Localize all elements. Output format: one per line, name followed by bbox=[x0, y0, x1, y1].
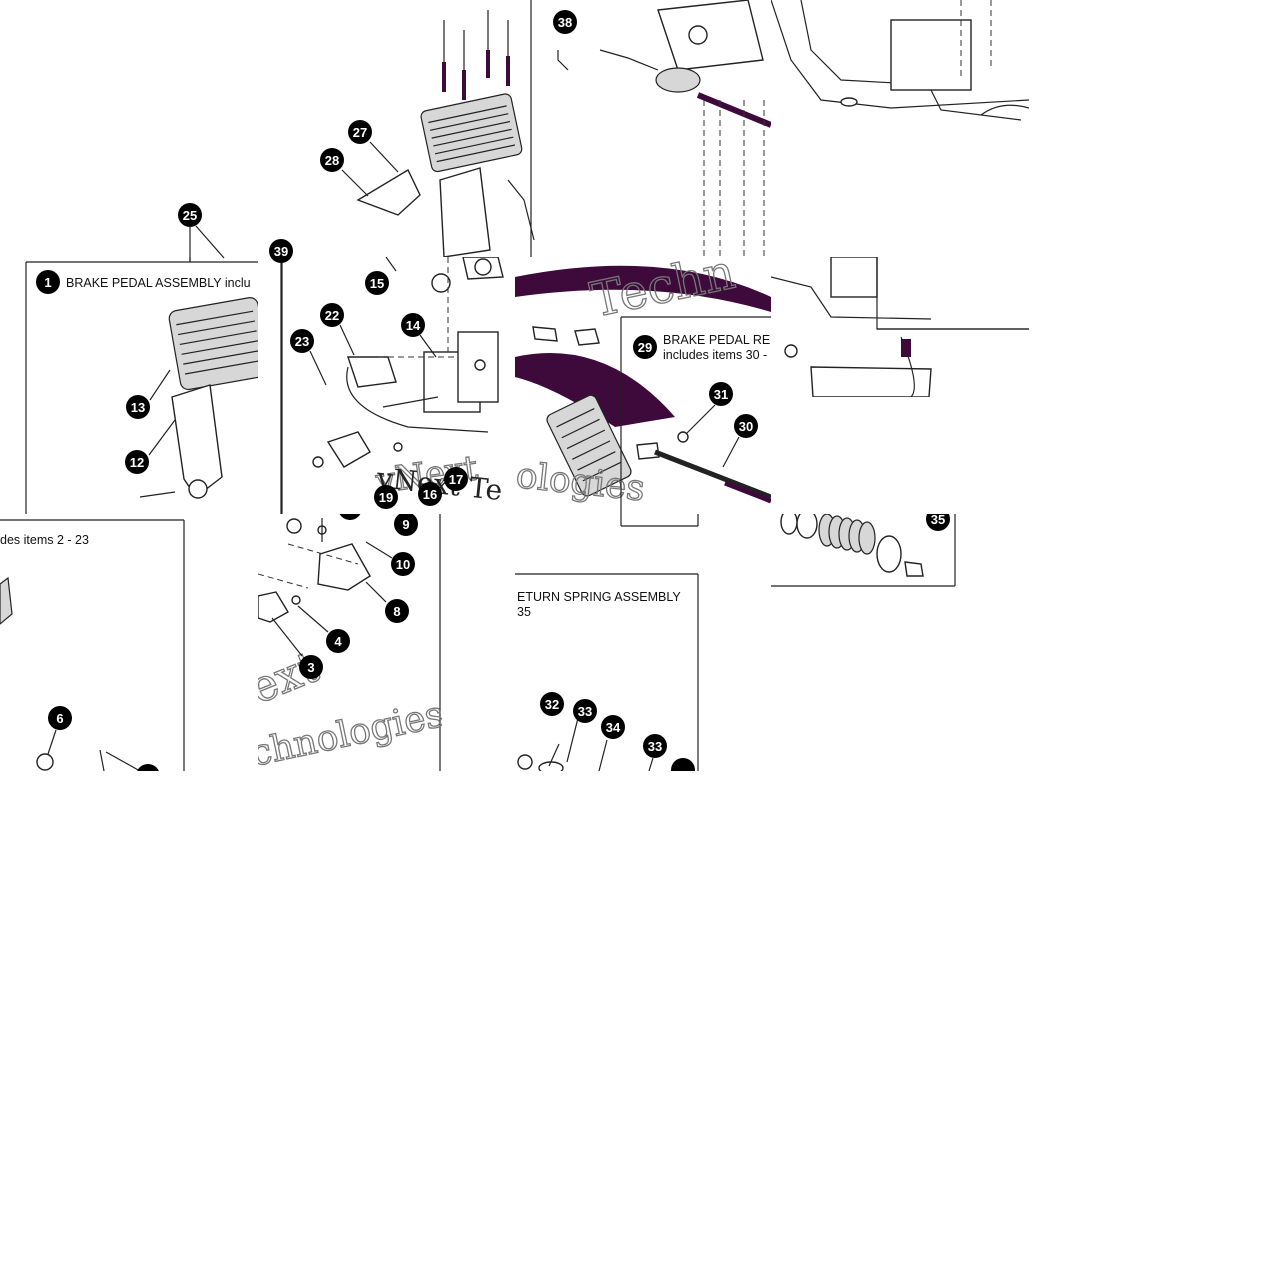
svg-text:6: 6 bbox=[56, 711, 63, 726]
callout-31: 31 bbox=[709, 382, 733, 406]
callout-15: 15 bbox=[365, 271, 389, 295]
callout-10: 10 bbox=[391, 552, 415, 576]
svg-text:34: 34 bbox=[606, 720, 621, 735]
svg-text:29: 29 bbox=[638, 340, 652, 355]
tile-center-right: Techn ologies BRAKE PEDAL RE includes it… bbox=[515, 257, 771, 514]
callout-25: 25 bbox=[178, 203, 202, 227]
svg-text:8: 8 bbox=[393, 604, 400, 619]
svg-text:20: 20 bbox=[343, 514, 357, 516]
tile-brake-pedal-assembly bbox=[0, 257, 258, 514]
callout-35: 35 bbox=[926, 514, 950, 531]
svg-text:4: 4 bbox=[334, 634, 342, 649]
svg-text:25: 25 bbox=[183, 208, 197, 223]
callout-33b: 33 bbox=[643, 734, 667, 758]
tile-right-spring bbox=[771, 257, 1029, 397]
callout-8: 8 bbox=[385, 599, 409, 623]
callout-20: 20 bbox=[339, 514, 361, 520]
return-panel-heading: BRAKE PEDAL RE bbox=[663, 333, 770, 347]
callout-30: 30 bbox=[734, 414, 758, 438]
tile-top-pedal: 38 27 28 bbox=[258, 0, 771, 257]
svg-text:19: 19 bbox=[379, 490, 393, 505]
svg-text:35: 35 bbox=[931, 514, 945, 527]
callout-38: 38 bbox=[553, 10, 577, 34]
svg-text:16: 16 bbox=[423, 487, 437, 502]
callout-14: 14 bbox=[401, 313, 425, 337]
tile-bottom-left: des items 2 - 23 6 bbox=[0, 514, 186, 771]
spring-panel-includes: 35 bbox=[517, 605, 531, 619]
tile-return-spring: ETURN SPRING ASSEMBLY 35 32 33 34 33 bbox=[515, 514, 699, 771]
callout-34: 34 bbox=[601, 715, 625, 739]
svg-text:33: 33 bbox=[578, 704, 592, 719]
svg-text:38: 38 bbox=[558, 15, 572, 30]
return-panel-includes: includes items 30 - bbox=[663, 348, 767, 362]
callout-3: 3 bbox=[299, 655, 323, 679]
svg-text:15: 15 bbox=[370, 276, 384, 291]
callout-22: 22 bbox=[320, 303, 344, 327]
svg-text:31: 31 bbox=[714, 387, 728, 402]
svg-text:3: 3 bbox=[307, 660, 314, 675]
svg-text:28: 28 bbox=[325, 153, 339, 168]
callout-17: 17 bbox=[444, 467, 468, 491]
svg-text:27: 27 bbox=[353, 125, 367, 140]
callout-33: 33 bbox=[573, 699, 597, 723]
callout-29: 29 bbox=[633, 335, 657, 359]
callout-23: 23 bbox=[290, 329, 314, 353]
callout-32: 32 bbox=[540, 692, 564, 716]
callout-6: 6 bbox=[48, 706, 72, 730]
tile-spring-assembly: 35 bbox=[771, 514, 957, 588]
spring-panel-heading: ETURN SPRING ASSEMBLY bbox=[517, 590, 681, 604]
callout-16: 16 bbox=[418, 482, 442, 506]
svg-text:14: 14 bbox=[406, 318, 421, 333]
svg-text:10: 10 bbox=[396, 557, 410, 572]
tile-top-frame bbox=[771, 0, 1029, 140]
tile-center-assembly: vNext vNext Te 15 14 22 23 17 16 19 bbox=[258, 257, 515, 514]
svg-text:30: 30 bbox=[739, 419, 753, 434]
svg-text:17: 17 bbox=[449, 472, 463, 487]
callout-9: 9 bbox=[394, 514, 418, 536]
callout-4: 4 bbox=[326, 629, 350, 653]
callout-19: 19 bbox=[374, 485, 398, 509]
assembly-panel-includes: des items 2 - 23 bbox=[0, 533, 89, 547]
callout-28: 28 bbox=[320, 148, 344, 172]
svg-text:32: 32 bbox=[545, 697, 559, 712]
watermark-chnologies: chnologies bbox=[258, 694, 442, 771]
svg-text:9: 9 bbox=[402, 517, 409, 532]
svg-text:22: 22 bbox=[325, 308, 339, 323]
svg-text:33: 33 bbox=[648, 739, 662, 754]
callout-27: 27 bbox=[348, 120, 372, 144]
svg-text:23: 23 bbox=[295, 334, 309, 349]
tile-bottom-center: ext chnologies 9 10 8 4 3 20 bbox=[258, 514, 442, 771]
